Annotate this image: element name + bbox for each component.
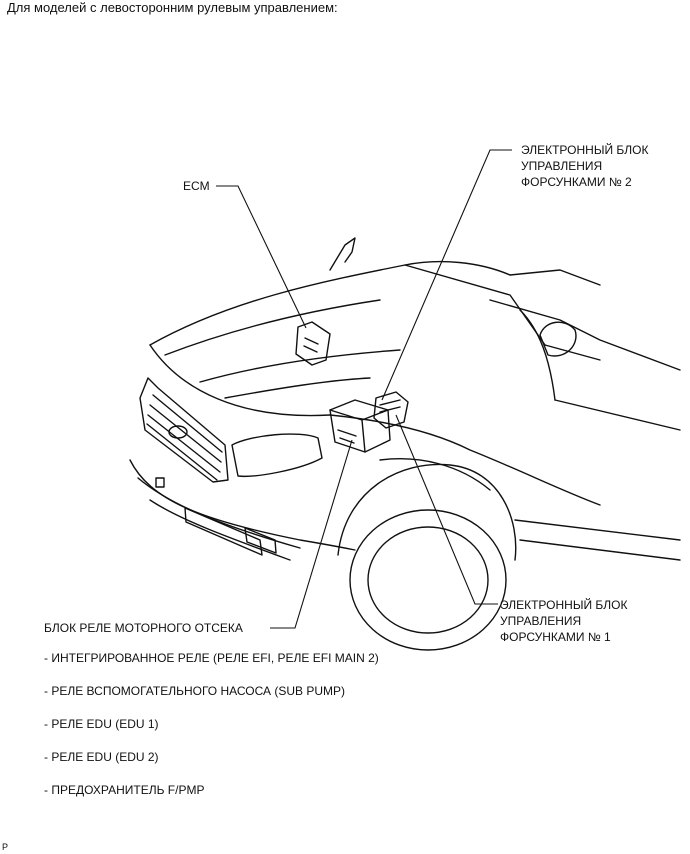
headlight bbox=[231, 433, 323, 478]
page-header: Для моделей с левосторонним рулевым упра… bbox=[7, 0, 338, 15]
edu1-label-line1: ЭЛЕКТРОННЫЙ БЛОК bbox=[500, 598, 628, 612]
edu1-leader-line bbox=[395, 414, 498, 605]
fender bbox=[329, 414, 601, 506]
edu2-leader-line bbox=[381, 149, 512, 401]
relay-list-item: - РЕЛЕ EDU (EDU 2) bbox=[44, 750, 159, 764]
windshield bbox=[329, 237, 356, 271]
hood-front-edge bbox=[149, 344, 331, 417]
edu-unit bbox=[373, 391, 409, 429]
relay-list-item: - ПРЕДОХРАНИТЕЛЬ F/PMP bbox=[44, 783, 205, 797]
front-wheel bbox=[349, 509, 507, 651]
front-bumper bbox=[129, 459, 356, 551]
edu2-label-line2: УПРАВЛЕНИЯ bbox=[521, 159, 603, 173]
ecm-leader-line bbox=[216, 185, 307, 329]
relay-block-leader-line bbox=[270, 439, 353, 629]
edu2-label-line3: ФОРСУНКАМИ № 2 bbox=[521, 175, 632, 189]
hood-outline bbox=[149, 260, 511, 346]
side-body bbox=[489, 299, 681, 371]
page-footer-code: P bbox=[2, 842, 9, 852]
relay-list-item: - РЕЛЕ ВСПОМОГАТЕЛЬНОГО НАСОСА (SUB PUMP… bbox=[44, 684, 346, 698]
relay-block-label: БЛОК РЕЛЕ МОТОРНОГО ОТСЕКА bbox=[44, 621, 243, 635]
edu1-label-line3: ФОРСУНКАМИ № 1 bbox=[500, 630, 611, 644]
wheel-arch bbox=[337, 463, 517, 561]
edu2-label-line1: ЭЛЕКТРОННЫЙ БЛОК bbox=[521, 143, 649, 157]
side-mirror bbox=[539, 321, 577, 357]
ecm-label: ECM bbox=[183, 179, 210, 193]
edu1-label-line2: УПРАВЛЕНИЯ bbox=[500, 614, 582, 628]
relay-block-unit bbox=[329, 399, 391, 453]
hood-crease bbox=[164, 299, 381, 356]
relay-list-item: - РЕЛЕ EDU (EDU 1) bbox=[44, 717, 159, 731]
relay-list-item: - ИНТЕГРИРОВАННОЕ РЕЛЕ (РЕЛЕ EFI, РЕЛЕ E… bbox=[44, 651, 379, 665]
grille-outline bbox=[139, 377, 229, 483]
ecm-unit bbox=[295, 321, 331, 366]
emblem bbox=[168, 425, 188, 439]
